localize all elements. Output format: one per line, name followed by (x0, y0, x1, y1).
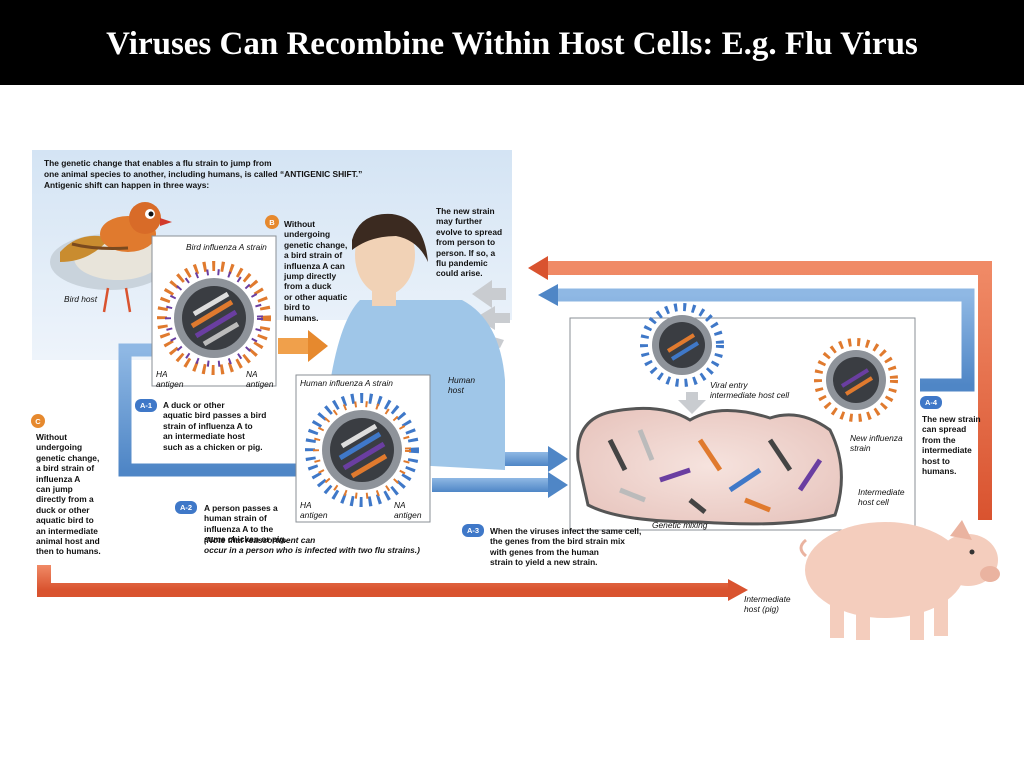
step-a2-text: A person passes a human strain of influe… (204, 503, 287, 545)
badge-a2: A-2 (179, 503, 193, 512)
arrow-top-red (545, 261, 992, 520)
arrow-c-path (37, 565, 730, 597)
intro-line-3: Antigenic shift can happen in three ways… (44, 180, 210, 190)
badge-a3-bg (462, 524, 484, 537)
badge-a3: A-3 (466, 526, 480, 535)
human-strain-label: Human influenza A strain (300, 378, 393, 388)
badge-a1-bg (135, 399, 157, 412)
arrow-a2-blue-1-head (548, 446, 568, 472)
entry-arrow (678, 392, 706, 414)
gene-segments (607, 429, 823, 514)
arrow-a4-blue-head (538, 284, 558, 306)
slide-title: Viruses Can Recombine Within Host Cells:… (106, 26, 918, 62)
arrow-a2-blue-2-head (548, 472, 568, 498)
bird-strain-label: Bird influenza A strain (186, 242, 267, 252)
intro-line-2: one animal species to another, including… (44, 169, 363, 179)
step-c-text: Without undergoing genetic change, a bir… (36, 432, 101, 557)
title-bar (0, 0, 1024, 85)
badge-b-bg (265, 215, 279, 229)
step-a2-note: (Note that reassortment can occur in a p… (204, 535, 420, 556)
step-a4-text: The new strain can spread from the inter… (922, 414, 981, 477)
bird-virus (157, 261, 271, 375)
arrow-a1-blue (118, 343, 298, 477)
badge-c-bg (31, 414, 45, 428)
badge-a4-bg (920, 396, 942, 409)
new-strain-label: New influenza strain (850, 433, 903, 454)
arrow-a4-blue (555, 288, 975, 392)
genetic-mixing-label: Genetic mixing (652, 520, 708, 530)
intermediate-cell-label: Intermediate host cell (858, 487, 905, 508)
human-ha-antigen-label: HA antigen (300, 500, 328, 521)
arrow-top-red-head (528, 256, 548, 280)
pig-illustration (799, 520, 1000, 640)
step-b-text: Without undergoing genetic change, a bir… (284, 219, 348, 323)
human-na-antigen-label: NA antigen (394, 500, 422, 521)
bird-host-label: Bird host (64, 294, 98, 304)
human-host-label: Human host (448, 375, 475, 396)
pandemic-text: The new strain may further evolve to spr… (436, 206, 503, 279)
step-a1-text: A duck or other aquatic bird passes a bi… (163, 400, 267, 452)
intermediate-host-label: Intermediate host (pig) (744, 594, 791, 615)
arrow-b-orange-head (308, 330, 328, 362)
entering-virus (640, 303, 724, 387)
bird-ha-antigen-label: HA antigen (156, 369, 184, 390)
viral-entry-label: Viral entry intermediate host cell (710, 380, 790, 401)
new-virus (814, 338, 898, 422)
arrow-a2-blue-2 (432, 478, 552, 492)
bird-host-illustration (50, 202, 172, 313)
human-virus (305, 393, 419, 507)
badge-a2-bg (175, 501, 197, 514)
badge-a1: A-1 (139, 401, 153, 410)
badge-c: C (35, 416, 41, 426)
intro-line-1: The genetic change that enables a flu st… (44, 158, 272, 168)
host-cell (576, 406, 843, 526)
arrow-b-orange (278, 338, 310, 354)
bird-na-antigen-label: NA antigen (246, 369, 274, 390)
badge-b: B (269, 217, 275, 227)
step-a3-text: When the viruses infect the same cell, t… (490, 526, 642, 568)
arrow-c-head (728, 579, 748, 601)
badge-a4: A-4 (924, 398, 938, 407)
